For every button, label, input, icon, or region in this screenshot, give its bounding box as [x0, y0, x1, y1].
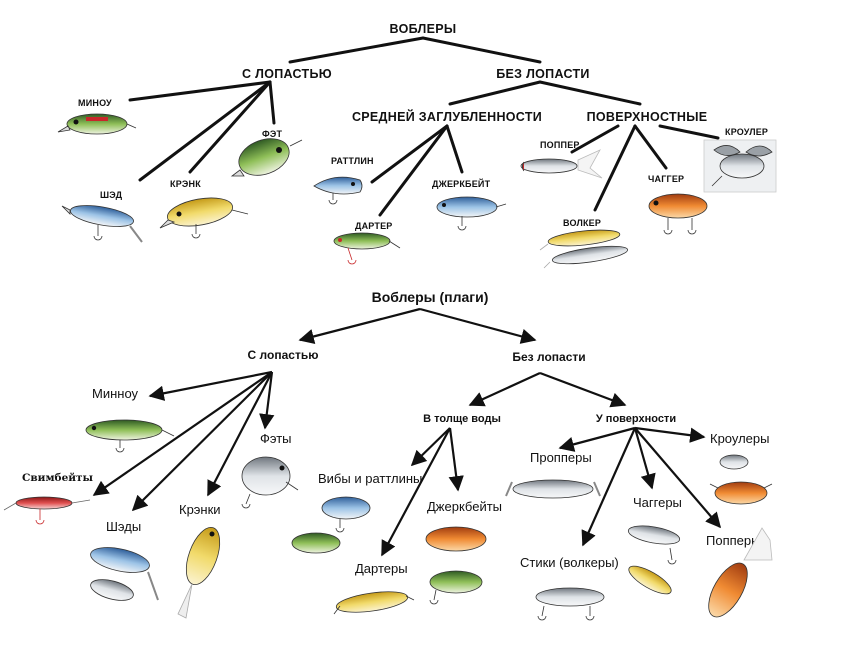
bottom-swimbaits-label: Свимбейты [22, 472, 94, 484]
poppers-plug-image [708, 527, 773, 618]
arrow-with-lip-cranks [207, 371, 273, 497]
bottom-shads-label: Шэды [106, 519, 141, 534]
top-labels: ВОБЛЕРЫ С ЛОПАСТЬЮ БЕЗ ЛОПАСТИ СРЕДНЕЙ З… [78, 22, 768, 231]
crawler-lure-image [703, 139, 777, 193]
top-shad-label: ШЭД [100, 190, 123, 200]
fat-lure-image [230, 138, 303, 177]
top-medium-depth-label: СРЕДНЕЙ ЗАГЛУБЛЕННОСТИ [352, 109, 542, 124]
top-walker-label: ВОЛКЕР [563, 218, 601, 228]
line-surface-walker [593, 124, 637, 212]
arrow-in-water-darters [381, 427, 451, 557]
line-without-lip-surface [538, 80, 642, 106]
crank-lure-image [159, 197, 249, 239]
arrow-without-lip-at-surface [539, 371, 627, 408]
line-root-without-lip [421, 36, 542, 64]
top-rattlin-label: РАТТЛИН [331, 156, 374, 166]
bottom-crawlers-label: Кроулеры [710, 431, 770, 446]
shads-plug-image [90, 547, 159, 601]
bottom-poppers-label: Попперы [706, 533, 760, 548]
bottom-root-label: Воблеры (плаги) [372, 289, 489, 305]
bottom-at-surface-label: У поверхности [596, 413, 676, 425]
top-jerkbait-label: ДЖЕРКБЕЙТ [432, 178, 491, 189]
arrow-surface-chuggers [633, 427, 656, 490]
arrow-surface-sticks [581, 427, 637, 547]
bottom-proppers-label: Пропперы [530, 450, 592, 465]
top-chugger-label: ЧАГГЕР [648, 174, 684, 184]
line-with-lip-minnow [128, 80, 272, 102]
jerkbaits-plug-image [425, 526, 487, 605]
bottom-cranks-label: Крэнки [179, 502, 221, 517]
popper-lure-image [520, 149, 603, 179]
line-with-lip-fat [268, 80, 276, 125]
top-fat-label: ФЭТ [262, 129, 282, 139]
top-surface-label: ПОВЕРХНОСТНЫЕ [587, 110, 708, 124]
line-with-lip-shad [138, 80, 272, 182]
jerkbait-lure-image [436, 196, 507, 231]
bottom-lure-images [3, 419, 773, 621]
arrow-surface-crawlers [634, 426, 706, 443]
arrow-in-water-jerkbaits [448, 427, 464, 492]
bottom-jerkbaits-label: Джеркбейты [427, 499, 502, 514]
line-medium-rattlin [370, 124, 449, 184]
vibes-plug-image [291, 496, 371, 554]
line-medium-jerkbait [445, 124, 464, 174]
crank-plug-image [177, 527, 221, 619]
arrow-with-lip-shads [131, 371, 273, 512]
chuggers-plug-image [627, 525, 681, 595]
bottom-with-lip-label: С лопастью [248, 348, 319, 362]
crawlers-plug-image [709, 454, 773, 505]
line-without-lip-medium [448, 80, 542, 106]
top-connectors [128, 36, 720, 217]
top-root-label: ВОБЛЕРЫ [390, 22, 457, 36]
top-lure-images [57, 113, 777, 269]
fats-plug-image [241, 456, 299, 509]
arrow-with-lip-swimbaits [92, 371, 273, 496]
sticks-plug-image [535, 587, 605, 621]
chugger-lure-image [648, 193, 708, 235]
line-surface-crawler [658, 124, 720, 140]
bottom-minnow-label: Минноу [92, 386, 139, 401]
top-crawler-label: КРОУЛЕР [725, 127, 768, 137]
minnow-lure-image [57, 113, 137, 135]
top-without-lip-label: БЕЗ ЛОПАСТИ [496, 67, 589, 81]
arrow-with-lip-fats [259, 371, 275, 430]
darters-plug-image [333, 591, 415, 615]
shad-lure-image [61, 205, 143, 243]
arrow-with-lip-minnow [148, 370, 273, 401]
line-root-with-lip [288, 36, 425, 64]
proppers-plug-image [505, 479, 601, 499]
line-surface-popper [570, 124, 620, 154]
bottom-vibes-label: Вибы и раттлины [318, 471, 422, 486]
line-with-lip-crank [188, 80, 272, 174]
arrow-without-lip-in-water [468, 371, 541, 407]
line-medium-darter [378, 124, 449, 217]
bottom-in-water-label: В толще воды [423, 413, 501, 425]
bottom-darters-label: Дартеры [355, 561, 408, 576]
darter-lure-image [333, 232, 401, 265]
arrow-in-water-vibes [410, 427, 451, 467]
bottom-labels: Воблеры (плаги) С лопастью Без лопасти В… [22, 289, 770, 576]
bottom-connectors [92, 307, 722, 557]
top-with-lip-label: С ЛОПАСТЬЮ [242, 67, 332, 81]
top-popper-label: ПОППЕР [540, 140, 580, 150]
walker-lure-image [539, 229, 629, 269]
minnow-plug-image [85, 419, 175, 453]
arrow-surface-poppers [634, 427, 722, 529]
top-darter-label: ДАРТЕР [355, 221, 393, 231]
bottom-fats-label: Фэты [260, 431, 292, 446]
top-minnow-label: МИНОУ [78, 98, 112, 108]
bottom-without-lip-label: Без лопасти [512, 350, 585, 364]
swimbait-plug-image [3, 496, 91, 525]
bottom-chuggers-label: Чаггеры [633, 495, 682, 510]
line-surface-chugger [633, 124, 668, 170]
arrow-root-with-lip [298, 307, 421, 344]
arrow-surface-proppers [558, 426, 636, 452]
rattlin-lure-image [313, 176, 363, 205]
bottom-sticks-label: Стики (волкеры) [520, 555, 619, 570]
arrow-root-without-lip [419, 307, 537, 344]
top-crank-label: КРЭНК [170, 179, 201, 189]
